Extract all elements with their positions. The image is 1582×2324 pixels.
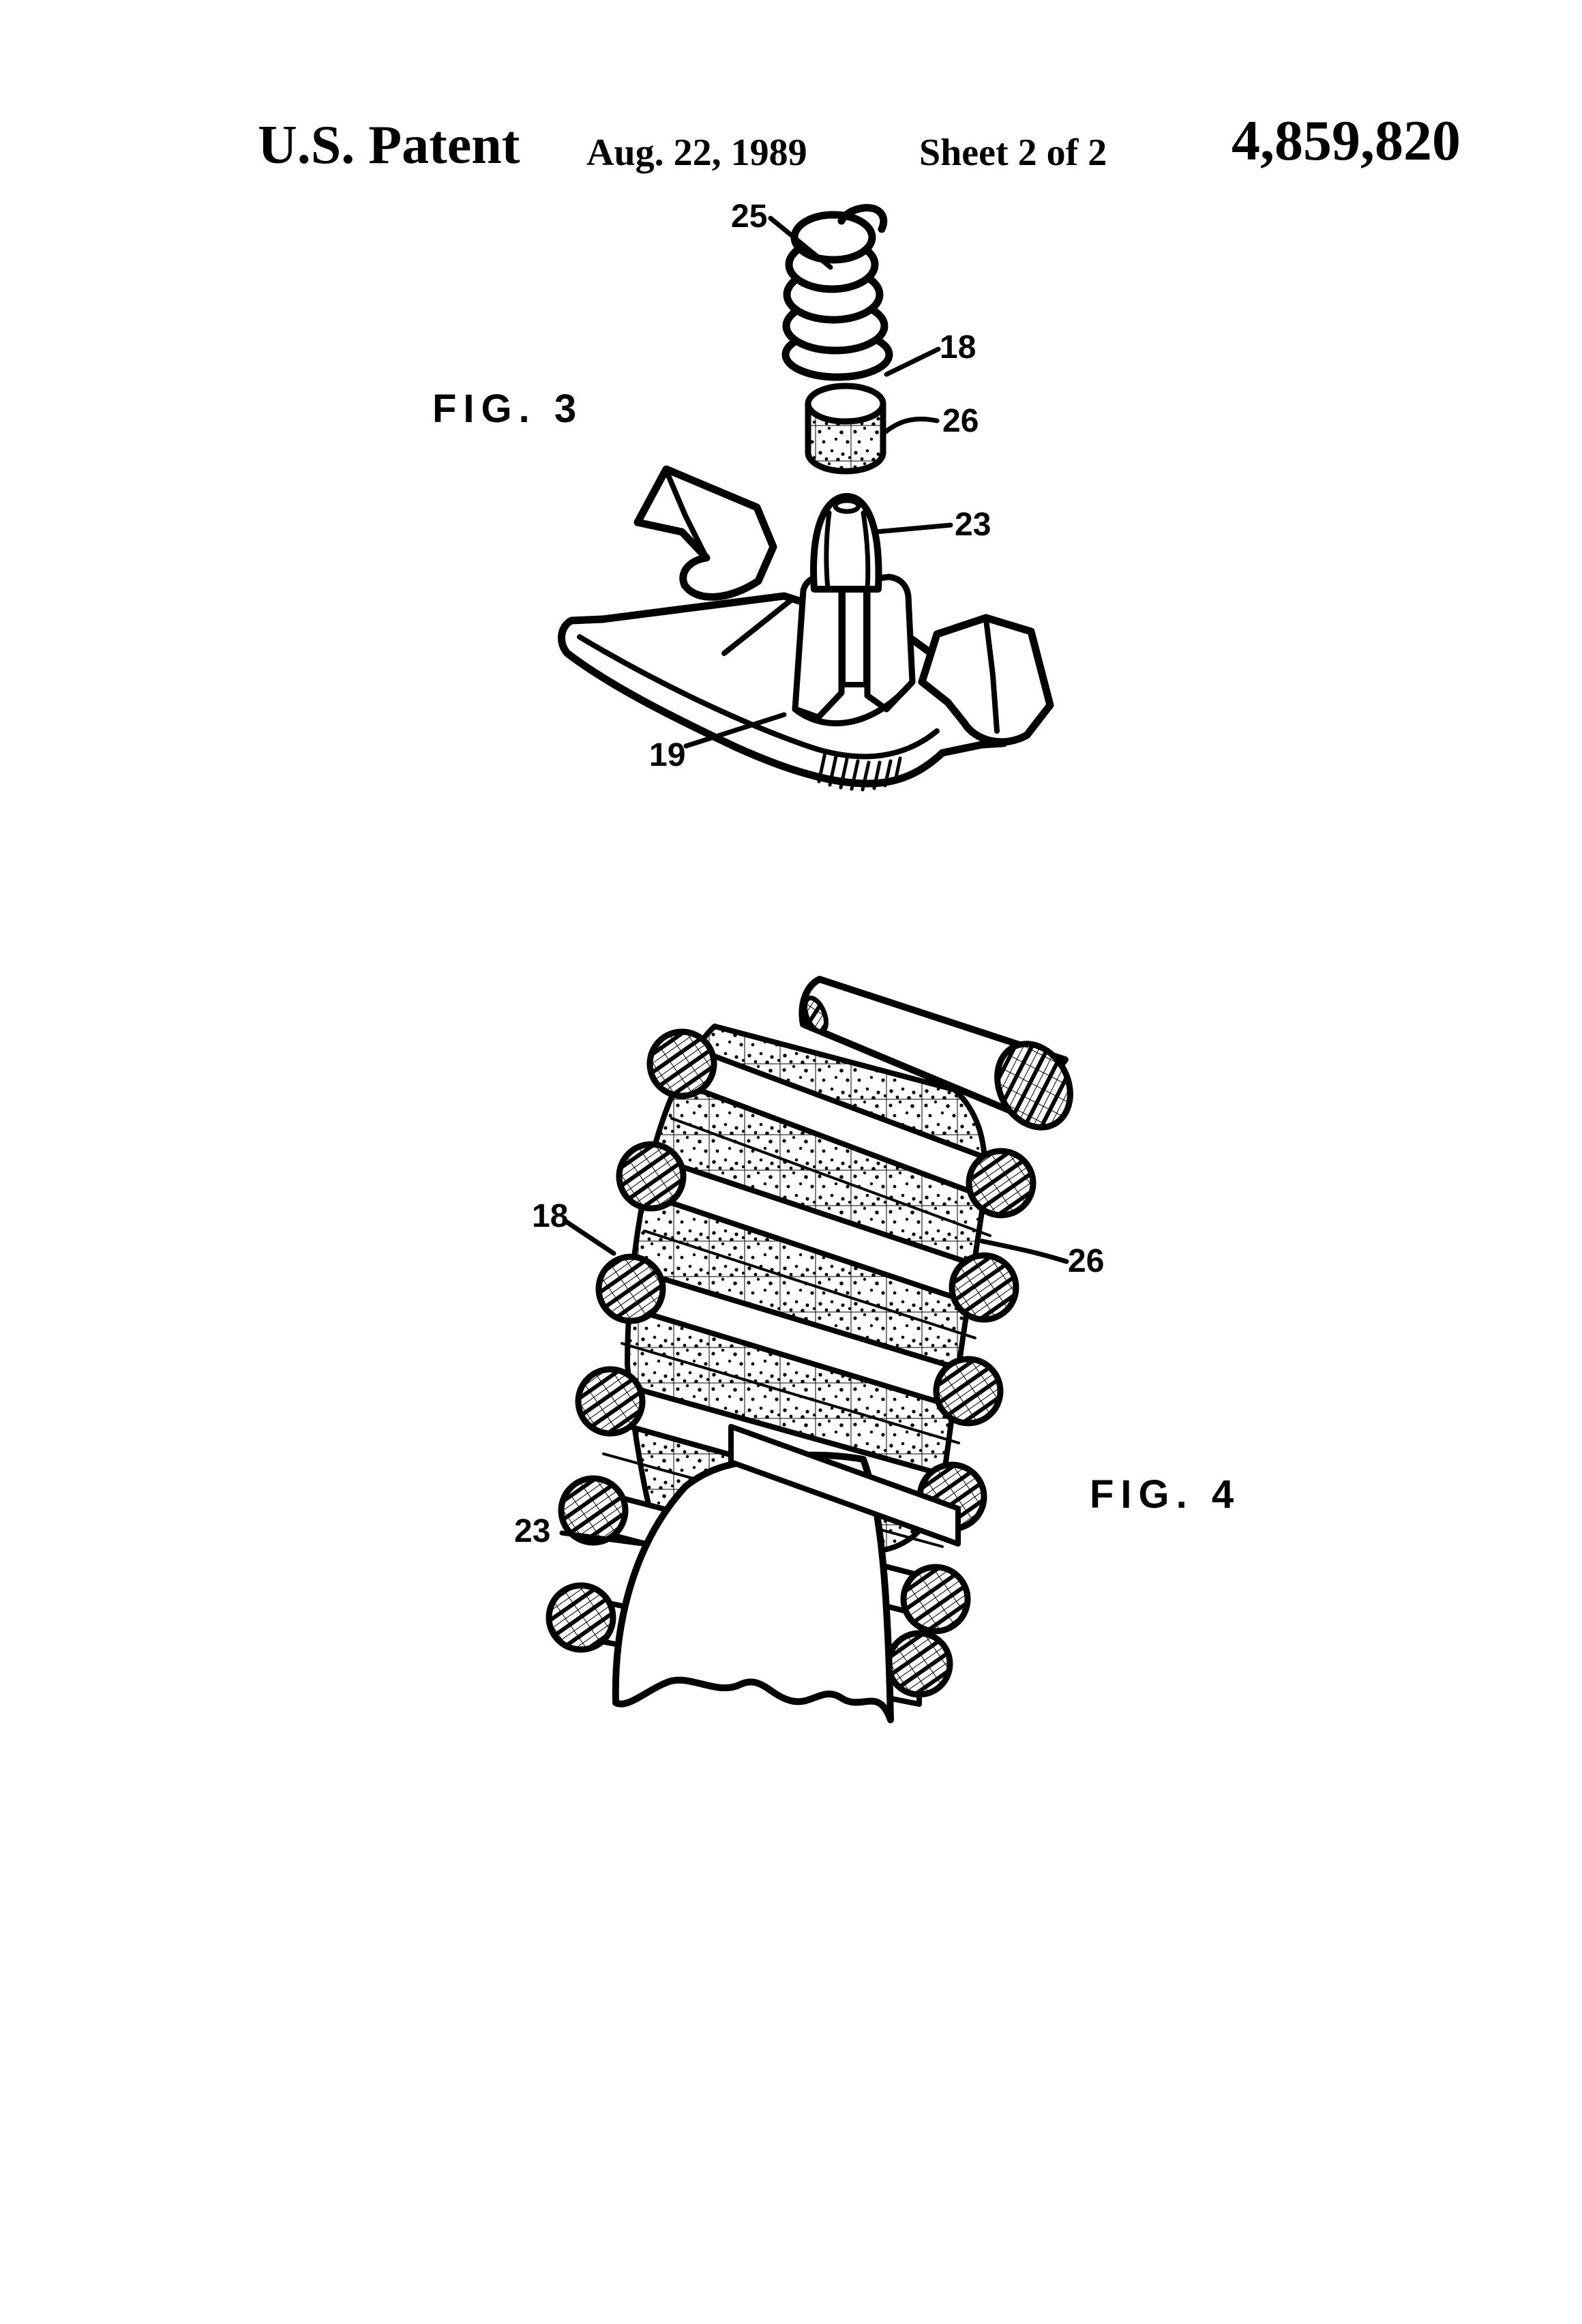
fig3-spring: [781, 204, 893, 381]
fig4-caption: FIG. 4: [1090, 1472, 1241, 1517]
fig4-front-wrap: [728, 1424, 961, 1547]
fig4-wire-end: [799, 976, 1073, 1131]
fig3-plug-cylinder: [805, 383, 886, 475]
fig3-knob: [810, 493, 882, 687]
fig3-drawing: [558, 204, 1054, 792]
sheet-label: Sheet 2 of 2: [919, 132, 1107, 174]
fig4-wire-sections-left: [546, 1028, 717, 1653]
ref-label-23-fig3-knob: 23: [955, 507, 991, 543]
ref-label-19-bracket: 19: [649, 737, 686, 773]
ref-label-25-spring: 25: [731, 198, 768, 235]
patent-date: Aug. 22, 1989: [586, 132, 807, 174]
ref-label-26-fig4-core: 26: [1068, 1243, 1105, 1279]
ref-label-26-fig3-plug: 26: [942, 403, 979, 439]
ref-label-18-fig3-coil: 18: [940, 329, 976, 366]
fig4-drawing: [546, 976, 1073, 1723]
fig3-bracket: [558, 465, 1054, 792]
fig3-leader-lines: [683, 215, 953, 749]
fig3-caption: FIG. 3: [432, 387, 584, 431]
patent-number: 4,859,820: [1232, 109, 1461, 173]
patent-title: U.S. Patent: [258, 115, 520, 175]
fig4-leader-lines: [559, 1218, 1069, 1547]
ref-label-18-fig4-coil: 18: [532, 1198, 569, 1234]
ref-label-23-fig4-knob: 23: [514, 1513, 551, 1549]
